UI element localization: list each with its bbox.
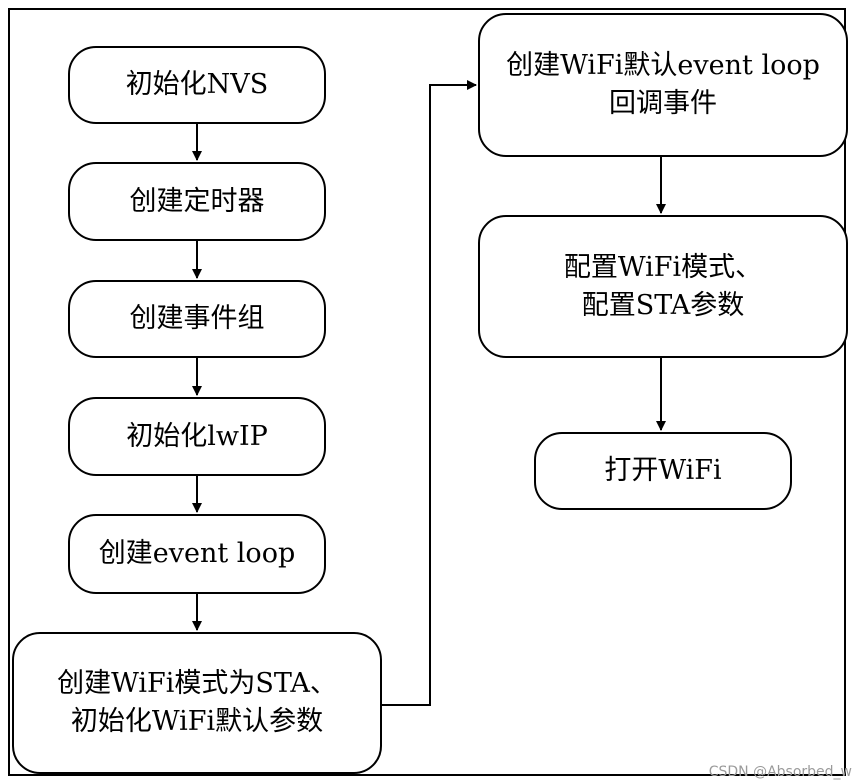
arrow-wifista-to-wifieventloop [382, 80, 477, 706]
create-timer-box: 创建定时器 [68, 162, 326, 241]
init-lwip-box: 初始化lwIP [68, 397, 326, 476]
box-label-line: 初始化WiFi默认参数 [70, 706, 324, 737]
box-label-line: 初始化lwIP [126, 420, 268, 452]
box-label-line: 创建WiFi默认event loop [506, 50, 820, 81]
box-label-line: 创建事件组 [129, 303, 265, 334]
box-label-line: 打开WiFi [604, 455, 722, 486]
box-label-line: 配置STA参数 [581, 289, 745, 321]
box-label-line: 回调事件 [609, 88, 717, 119]
box-label-line: 创建WiFi模式为STA、 [57, 668, 337, 699]
watermark-text: CSDN @Absorbed_w [708, 764, 852, 780]
config-wifi-box: 配置WiFi模式、配置STA参数 [478, 215, 848, 358]
box-label-line: 配置WiFi模式、 [563, 251, 763, 283]
start-wifi-box: 打开WiFi [534, 432, 792, 510]
box-label-line: 创建定时器 [129, 185, 265, 217]
init-nvs-box: 初始化NVS [68, 46, 326, 124]
box-label-line: 创建event loop [98, 538, 296, 569]
box-label-line: 初始化NVS [125, 69, 269, 100]
create-wifi-sta-box: 创建WiFi模式为STA、初始化WiFi默认参数 [12, 632, 382, 774]
create-wifi-event-loop-box: 创建WiFi默认event loop 回调事件 [478, 13, 848, 157]
create-event-loop-box: 创建event loop [68, 514, 326, 594]
create-event-group-box: 创建事件组 [68, 280, 326, 358]
diagram-frame [8, 8, 846, 776]
